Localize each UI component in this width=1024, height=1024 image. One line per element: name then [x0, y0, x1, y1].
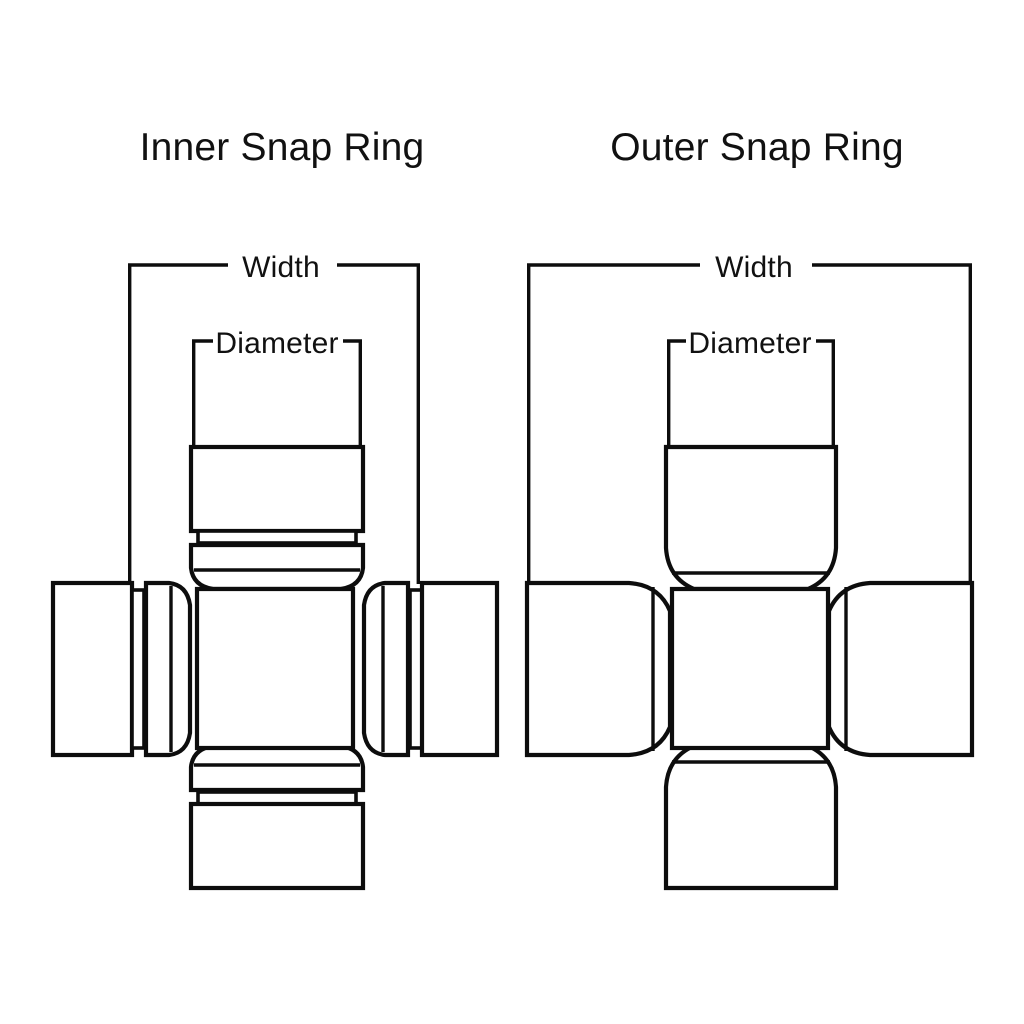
- left-arm-inner: [50, 580, 193, 758]
- top-arm-inner: [188, 444, 366, 592]
- panel-outer-snap-ring: Outer Snap Ring Width Diameter: [524, 126, 975, 891]
- bottom-bearing-cap-outer: [663, 743, 839, 891]
- diameter-label-inner: Diameter: [215, 327, 338, 360]
- top-snap-ring-band-inner: [196, 529, 358, 545]
- right-arm-inner: [361, 580, 500, 758]
- bottom-arm-inner: [188, 743, 366, 891]
- cross-body-outer: [669, 586, 831, 751]
- left-arm-outer: [524, 580, 673, 758]
- panel-title-outer: Outer Snap Ring: [610, 126, 904, 169]
- top-tapered-shoulder-inner: [188, 542, 366, 592]
- diameter-dimension-inner: Diameter: [192, 327, 362, 449]
- width-dimension-inner: Width: [127, 251, 420, 584]
- left-bearing-cap-inner: [50, 580, 135, 758]
- bottom-tapered-shoulder-inner: [188, 743, 366, 793]
- top-arm-outer: [663, 444, 839, 592]
- cross-body-inner: [194, 586, 356, 751]
- diameter-label-outer: Diameter: [688, 327, 811, 360]
- left-bearing-cap-outer: [524, 580, 673, 758]
- right-bearing-cap-inner: [419, 580, 500, 758]
- width-label-inner: Width: [242, 251, 320, 284]
- bottom-bearing-cap-inner: [188, 801, 366, 891]
- panel-inner-snap-ring: Inner Snap Ring Width Diameter: [50, 126, 500, 891]
- top-bearing-cap-inner: [188, 444, 366, 534]
- diameter-dimension-outer: Diameter: [667, 327, 835, 449]
- right-arm-outer: [826, 580, 975, 758]
- bottom-arm-outer: [663, 743, 839, 891]
- width-dimension-outer: Width: [527, 251, 972, 584]
- right-tapered-shoulder-inner: [361, 580, 411, 758]
- right-bearing-cap-outer: [826, 580, 975, 758]
- left-tapered-shoulder-inner: [143, 580, 193, 758]
- width-label-outer: Width: [715, 251, 793, 284]
- left-snap-ring-band-inner: [130, 588, 146, 750]
- panel-title-inner: Inner Snap Ring: [140, 126, 425, 169]
- top-bearing-cap-outer: [663, 444, 839, 592]
